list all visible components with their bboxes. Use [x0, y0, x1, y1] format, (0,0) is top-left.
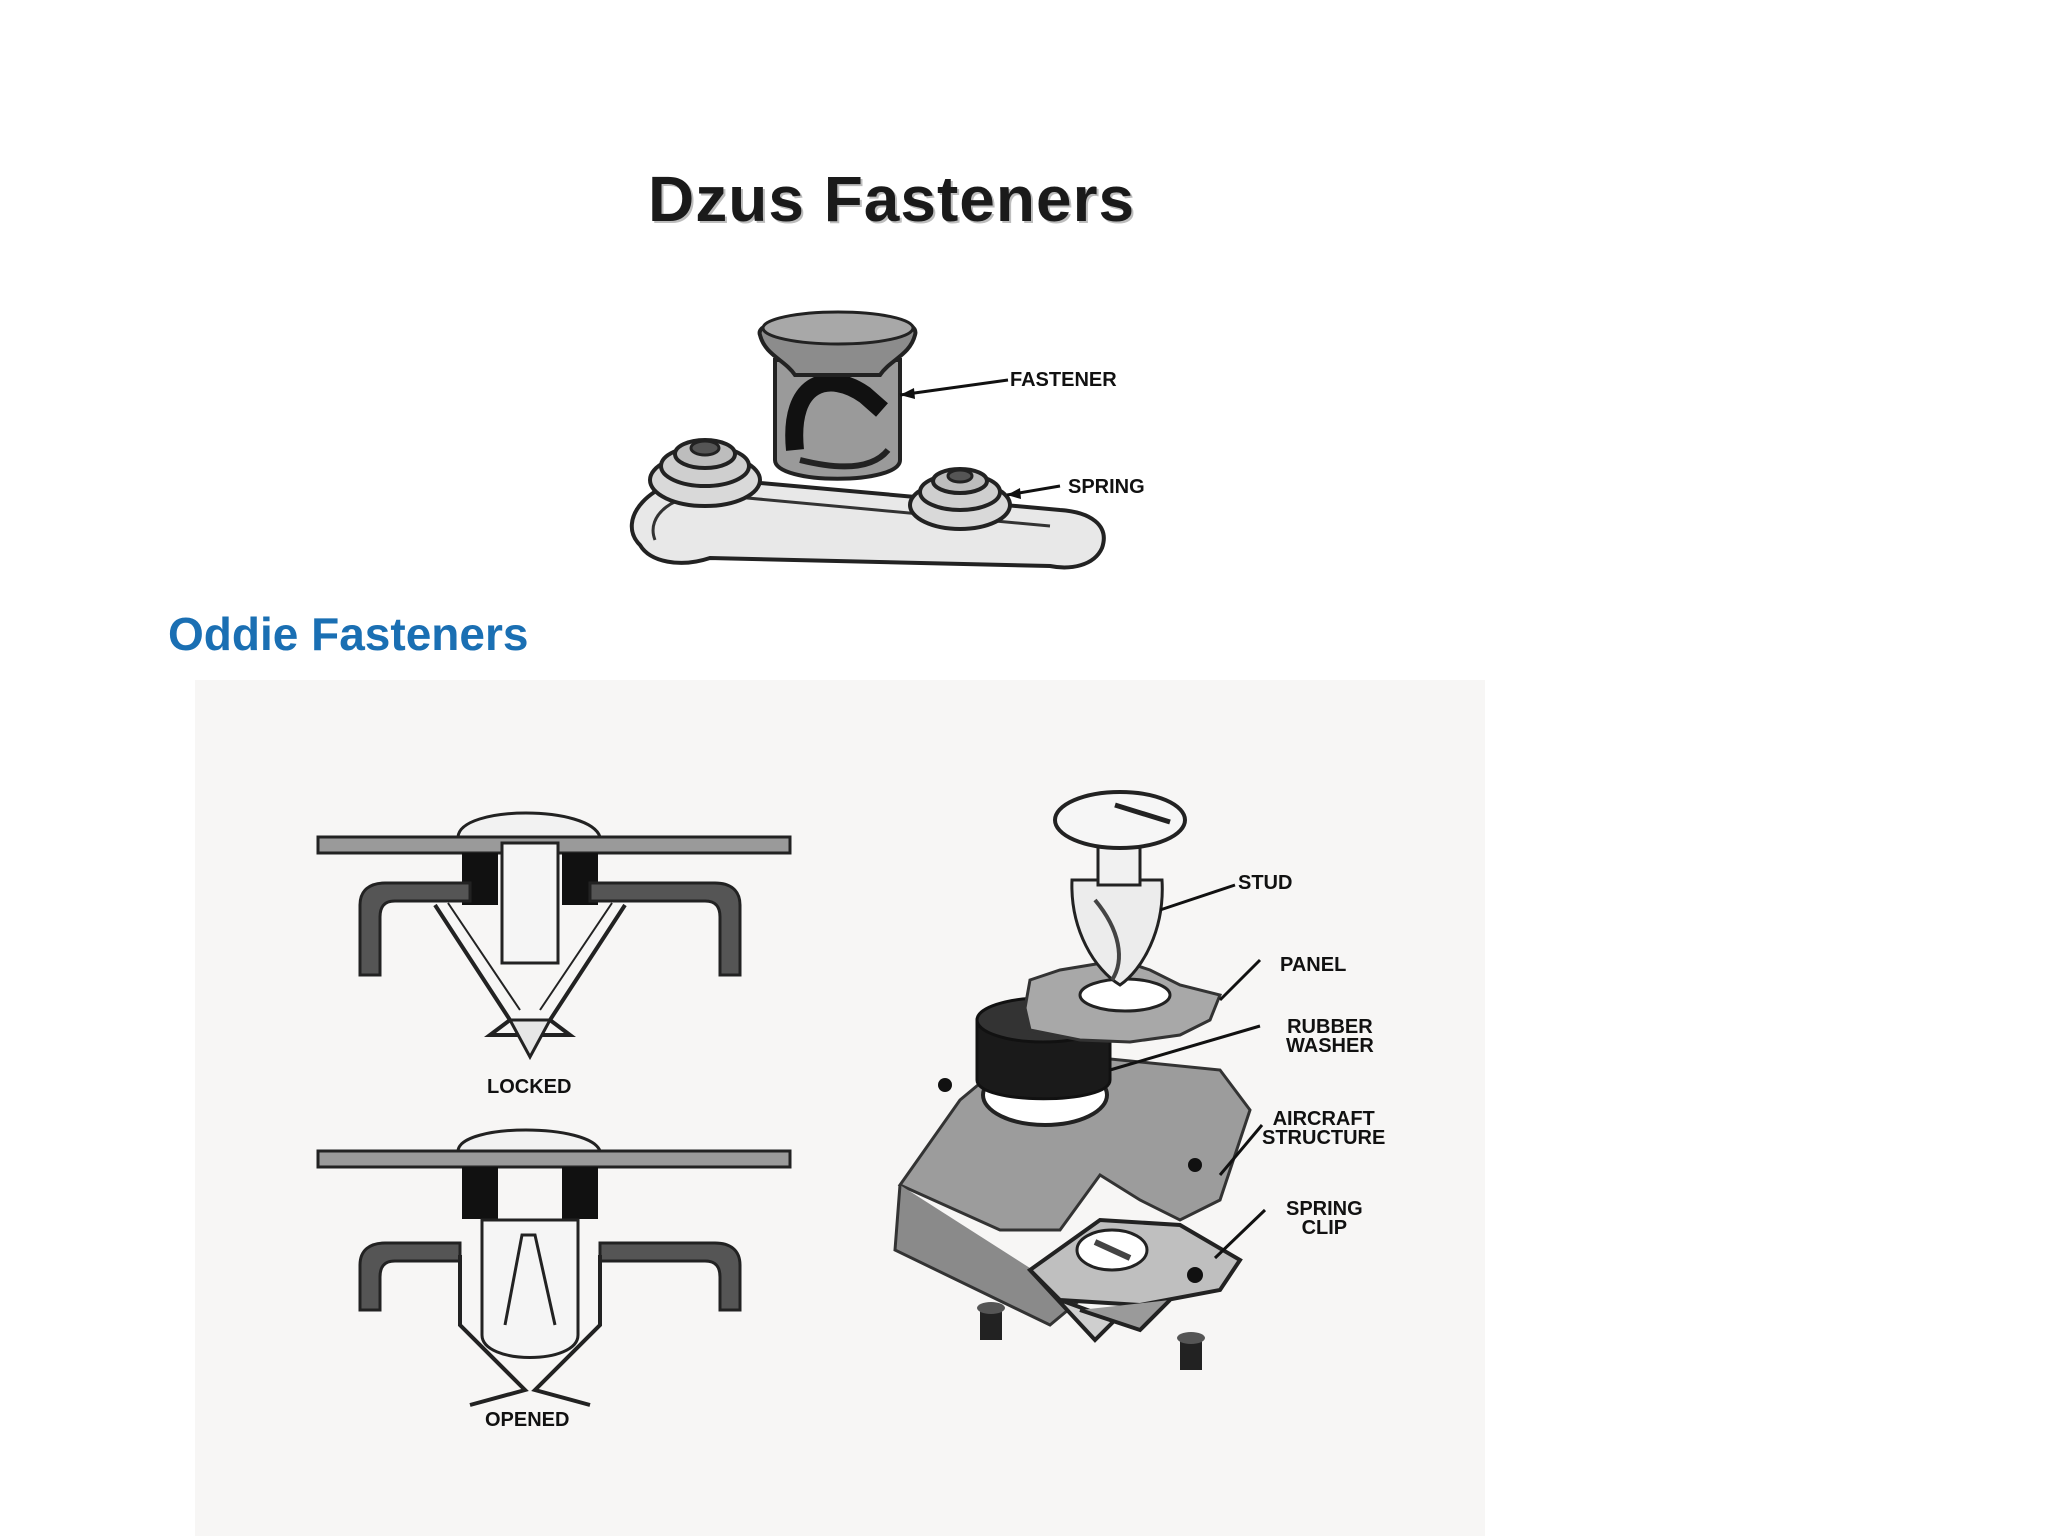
spring-clip-label: SPRING CLIP — [1286, 1198, 1363, 1239]
spring-clip-label-line2: CLIP — [1301, 1217, 1348, 1239]
oddie-locked-diagram — [316, 811, 792, 1061]
aircraft-structure-label-line2: STRUCTURE — [1262, 1127, 1386, 1149]
dzus-title: Dzus Fasteners — [648, 163, 1136, 235]
locked-label: LOCKED — [487, 1076, 572, 1098]
fastener-label: FASTENER — [1010, 369, 1117, 391]
rubber-washer-label-line1: RUBBER — [1287, 1016, 1373, 1038]
dzus-fastener-illustration — [629, 310, 1106, 570]
oddie-title: Oddie Fasteners — [168, 608, 529, 660]
oddie-image-background — [195, 680, 1485, 1536]
stud-label: STUD — [1238, 872, 1293, 894]
spring-label: SPRING — [1068, 476, 1145, 498]
opened-label: OPENED — [485, 1409, 570, 1431]
spring-clip-label-line1: SPRING — [1286, 1198, 1363, 1220]
oddie-assembly-diagram — [893, 790, 1267, 1370]
aircraft-structure-label-line1: AIRCRAFT — [1272, 1108, 1375, 1130]
rubber-washer-label-line2: WASHER — [1286, 1035, 1374, 1057]
aircraft-structure-label: AIRCRAFT STRUCTURE — [1262, 1108, 1386, 1149]
rubber-washer-label: RUBBER WASHER — [1286, 1016, 1374, 1057]
panel-label: PANEL — [1280, 954, 1347, 976]
oddie-opened-diagram — [316, 1128, 792, 1407]
